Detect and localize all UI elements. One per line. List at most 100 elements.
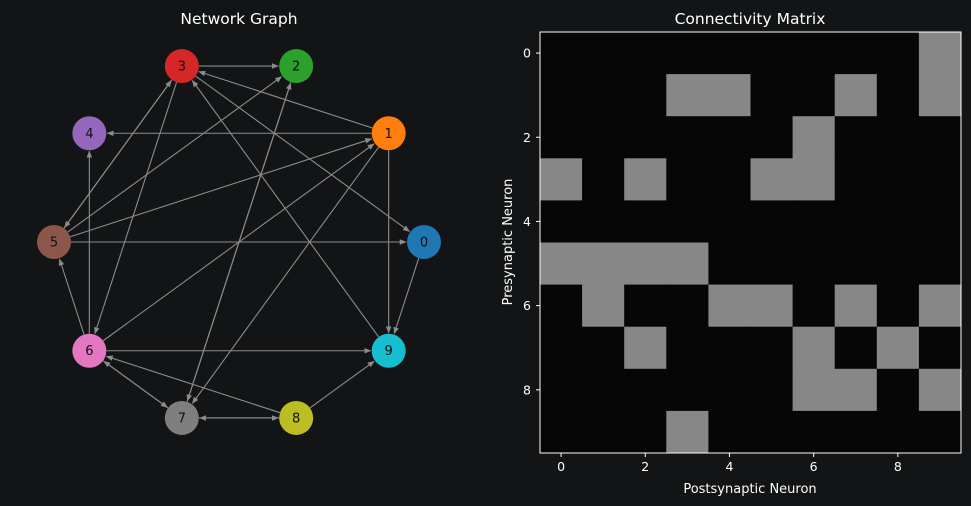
node-label-1: 1 <box>385 127 393 142</box>
node-8 <box>279 400 314 435</box>
node-label-8: 8 <box>292 411 300 426</box>
node-1 <box>371 116 406 151</box>
matrix-cells <box>540 32 962 454</box>
matrix-cell-1-1 <box>582 74 625 117</box>
matrix-cell-0-4 <box>708 32 751 75</box>
matrix-cell-7-1 <box>582 326 625 370</box>
matrix-cell-4-0 <box>540 200 583 243</box>
node-label-2: 2 <box>292 60 300 75</box>
matrix-cell-2-0 <box>540 116 583 159</box>
matrix-cell-5-5 <box>750 242 794 286</box>
matrix-cell-7-0 <box>540 326 583 370</box>
matrix-cell-3-9 <box>918 158 962 201</box>
matrix-cell-9-0 <box>540 410 583 454</box>
matrix-cell-9-9 <box>918 410 962 454</box>
matrix-cell-1-4 <box>708 74 751 117</box>
edge-1-7 <box>191 146 380 404</box>
edge-6-5 <box>58 258 85 335</box>
node-3 <box>164 49 199 84</box>
matrix-cell-8-2 <box>624 368 667 412</box>
node-label-7: 7 <box>178 411 186 426</box>
x-tick-label-8: 8 <box>894 459 902 474</box>
node-label-0: 0 <box>420 236 428 251</box>
matrix-cell-5-0 <box>540 242 583 286</box>
matrix-cell-0-5 <box>750 32 794 75</box>
matrix-cell-4-7 <box>834 200 878 243</box>
matrix-cell-3-2 <box>624 158 667 201</box>
matrix-cell-8-6 <box>792 368 836 412</box>
matrix-cell-5-1 <box>582 242 625 286</box>
matrix-cell-2-1 <box>582 116 625 159</box>
matrix-cell-0-0 <box>540 32 583 75</box>
matrix-cell-6-5 <box>750 284 794 328</box>
matrix-cell-4-1 <box>582 200 625 243</box>
matrix-cell-2-8 <box>876 116 920 159</box>
x-axis-label: Postsynaptic Neuron <box>683 482 816 497</box>
matrix-cell-8-7 <box>834 368 878 412</box>
node-7 <box>164 400 199 435</box>
matrix-cell-8-8 <box>876 368 920 412</box>
matrix-cell-7-3 <box>666 326 709 370</box>
matrix-cell-0-3 <box>666 32 709 75</box>
matrix-cell-3-4 <box>708 158 751 201</box>
matrix-cell-7-8 <box>876 326 920 370</box>
matrix-cell-2-4 <box>708 116 751 159</box>
matrix-cell-9-4 <box>708 410 751 454</box>
matrix-cell-3-8 <box>876 158 920 201</box>
matrix-cell-2-6 <box>792 116 836 159</box>
node-0 <box>407 225 441 259</box>
matrix-cell-9-3 <box>666 410 709 454</box>
matrix-cell-5-7 <box>834 242 878 286</box>
matrix-cell-1-9 <box>918 74 962 117</box>
matrix-cell-3-1 <box>582 158 625 201</box>
matrix-cell-4-4 <box>708 200 751 243</box>
y-axis-label: Presynaptic Neuron <box>501 179 516 306</box>
y-tick-label-6: 6 <box>523 298 531 313</box>
matrix-frame <box>539 31 962 454</box>
matrix-cell-9-8 <box>876 410 920 454</box>
y-tick-label-4: 4 <box>523 214 531 229</box>
network-edges <box>58 63 420 421</box>
matrix-cell-7-7 <box>834 326 878 370</box>
node-label-5: 5 <box>50 236 58 251</box>
node-label-9: 9 <box>385 344 393 359</box>
matrix-cell-8-3 <box>666 368 709 412</box>
node-label-3: 3 <box>178 60 186 75</box>
matrix-cell-8-0 <box>540 368 583 412</box>
matrix-cell-8-4 <box>708 368 751 412</box>
matrix-cell-2-7 <box>834 116 878 159</box>
matrix-cell-3-3 <box>666 158 709 201</box>
x-tick-label-6: 6 <box>810 459 818 474</box>
matrix-cell-4-2 <box>624 200 667 243</box>
matrix-cell-4-3 <box>666 200 709 243</box>
x-tick-label-2: 2 <box>641 459 649 474</box>
matrix-cell-4-9 <box>918 200 962 243</box>
matrix-cell-8-9 <box>918 368 962 412</box>
edge-5-3 <box>63 80 172 229</box>
node-label-6: 6 <box>85 344 93 359</box>
matrix-cell-3-5 <box>750 158 794 201</box>
edge-0-9 <box>393 257 420 335</box>
matrix-cell-1-6 <box>792 74 836 117</box>
matrix-cell-6-6 <box>792 284 836 328</box>
matrix-cell-4-5 <box>750 200 794 243</box>
matrix-cell-1-2 <box>624 74 667 117</box>
matrix-cell-6-8 <box>876 284 920 328</box>
matrix-cell-2-3 <box>666 116 709 159</box>
matrix-cell-8-5 <box>750 368 794 412</box>
matrix-cell-3-0 <box>540 158 583 201</box>
matrix-cell-2-5 <box>750 116 794 159</box>
matrix-cell-2-2 <box>624 116 667 159</box>
matrix-cell-0-2 <box>624 32 667 75</box>
matrix-cell-6-7 <box>834 284 878 328</box>
matrix-cell-5-8 <box>876 242 920 286</box>
edge-5-2 <box>67 76 283 233</box>
edge-9-3 <box>191 80 380 338</box>
matrix-cell-3-7 <box>834 158 878 201</box>
matrix-cell-3-6 <box>792 158 836 201</box>
matrix-cell-7-6 <box>792 326 836 370</box>
